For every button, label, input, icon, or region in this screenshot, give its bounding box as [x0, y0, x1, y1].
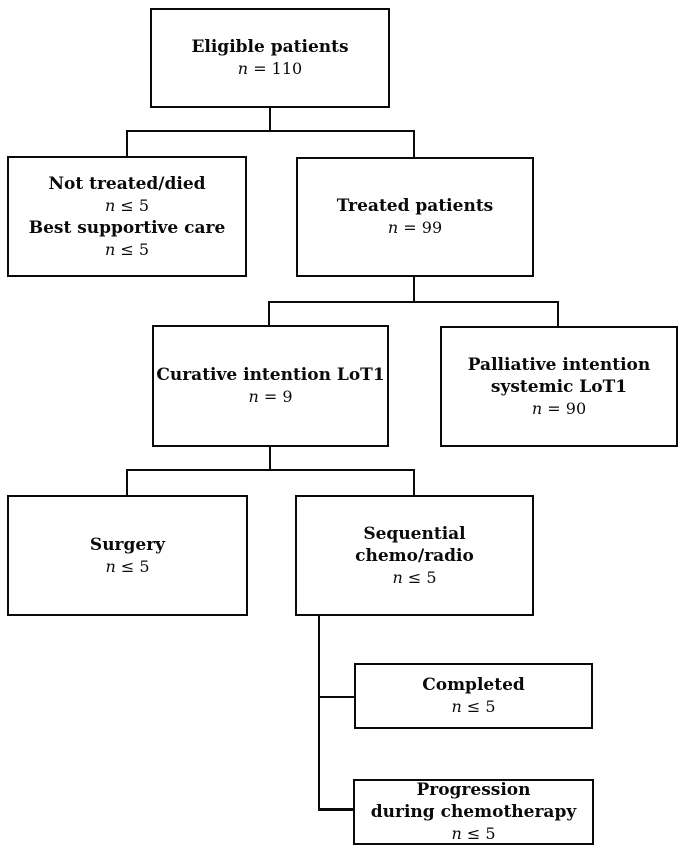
box-label: Sequential [363, 523, 466, 544]
box-count: n = 90 [531, 398, 587, 418]
box-label: Completed [422, 675, 525, 695]
box-count: n = 9 [248, 387, 293, 406]
connector-eligible-stem [269, 107, 271, 132]
completed-box: Completed n ≤ 5 [354, 663, 593, 729]
box-count: n ≤ 5 [451, 697, 496, 716]
box-label: chemo/radio [355, 545, 474, 566]
box-label: Treated patients [336, 196, 494, 216]
connector-to-palliative [557, 301, 559, 327]
sequential-chemo-radio-box: Sequential chemo/radio n ≤ 5 [295, 495, 534, 616]
box-count: n ≤ 5 [105, 556, 150, 576]
connector-sequential-stem [318, 615, 320, 811]
connector-treated-stem [413, 276, 415, 303]
box-label: Curative intention LoT1 [156, 365, 385, 385]
connector-to-surgery [126, 469, 128, 496]
connector-to-progression [318, 808, 355, 811]
surgery-box: Surgery n ≤ 5 [7, 495, 248, 616]
box-count: n ≤ 5 [451, 824, 496, 843]
palliative-intention-box: Palliative intention systemic LoT1 n = 9… [440, 326, 678, 447]
box-count: n ≤ 5 [392, 567, 437, 587]
progression-box: Progression during chemotherapy n ≤ 5 [353, 779, 594, 845]
box-count: n ≤ 5 [104, 195, 150, 215]
curative-intention-box: Curative intention LoT1 n = 9 [152, 325, 389, 447]
connector-to-treated [413, 130, 415, 158]
treated-patients-box: Treated patients n = 99 [296, 157, 534, 277]
box-label: during chemotherapy [370, 802, 577, 822]
box-label: Surgery [89, 534, 166, 555]
connector-row4-crossbar [126, 469, 415, 471]
connector-to-not-treated [126, 130, 128, 157]
box-label: Not treated/died [48, 173, 206, 194]
connector-row3-crossbar [268, 301, 559, 303]
connector-row2-crossbar [126, 130, 415, 132]
box-label: Best supportive care [28, 217, 226, 238]
box-label: Eligible patients [191, 37, 349, 57]
connector-curative-stem [269, 446, 271, 471]
not-treated-box: Not treated/died n ≤ 5 Best supportive c… [7, 156, 247, 277]
box-label: Palliative intention [467, 354, 651, 375]
box-count: n = 110 [237, 59, 303, 78]
box-label: systemic LoT1 [490, 376, 628, 397]
box-count: n = 99 [387, 218, 443, 237]
box-label: Progression [416, 780, 531, 800]
connector-to-sequential [413, 469, 415, 496]
box-count: n ≤ 5 [104, 239, 150, 259]
connector-to-completed [318, 696, 355, 698]
eligible-patients-box: Eligible patients n = 110 [150, 8, 390, 108]
connector-to-curative [268, 301, 270, 326]
